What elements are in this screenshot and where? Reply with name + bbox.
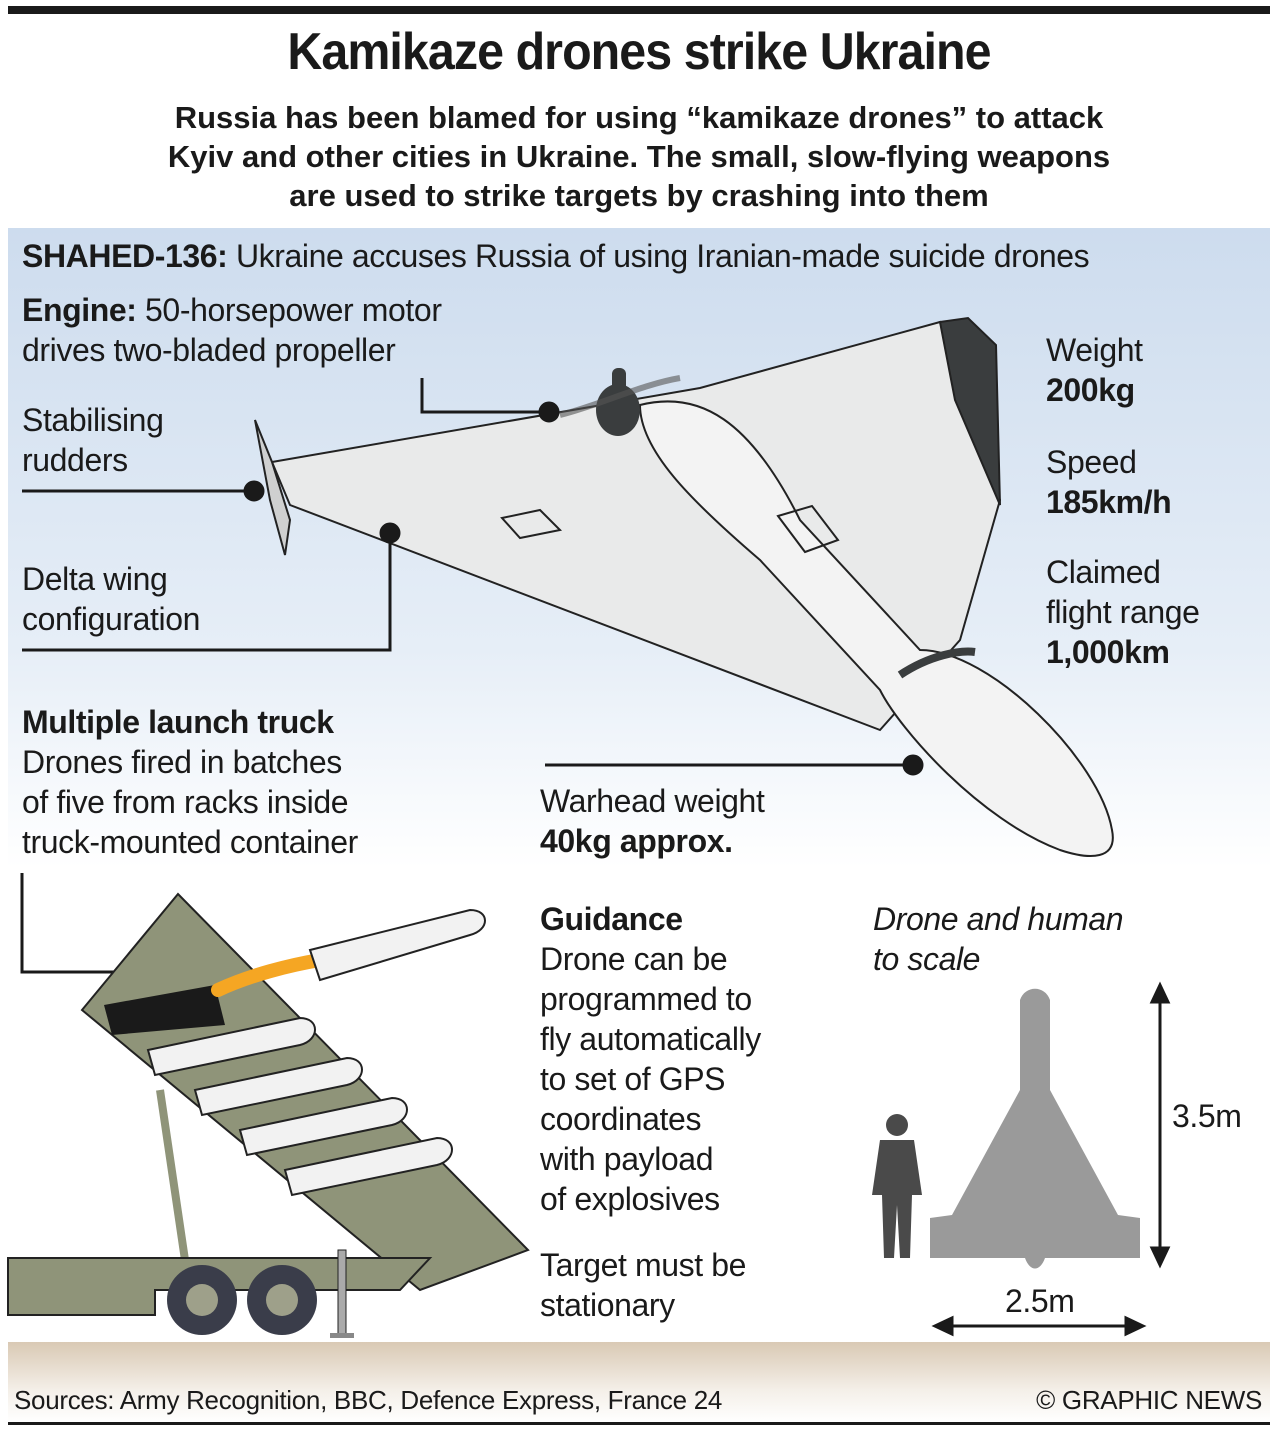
page-title: Kamikaze drones strike Ukraine bbox=[287, 23, 991, 81]
scale-title: Drone and human to scale bbox=[873, 899, 1124, 979]
speed-label: Speed bbox=[1046, 444, 1137, 480]
human-silhouette-icon bbox=[872, 1114, 922, 1258]
engine-callout: Engine: 50-horsepower motor drives two-b… bbox=[22, 290, 442, 370]
engine-text: 50-horsepower motor bbox=[145, 292, 442, 328]
ground-band bbox=[8, 1342, 1270, 1422]
sources: Sources: Army Recognition, BBC, Defence … bbox=[14, 1385, 723, 1415]
guidance-text: to set of GPS bbox=[540, 1061, 726, 1097]
warhead-label: Warhead weight bbox=[540, 783, 765, 819]
guidance-text: with payload bbox=[540, 1141, 714, 1177]
subtitle-line: Russia has been blamed for using “kamika… bbox=[174, 100, 1104, 135]
weight-value: 200kg bbox=[1046, 372, 1135, 408]
height-label: 3.5m bbox=[1172, 1098, 1242, 1134]
launch-truck-illustration bbox=[7, 892, 530, 1338]
guidance-text: fly automatically bbox=[540, 1021, 761, 1057]
wing-text: configuration bbox=[22, 601, 201, 637]
range-value: 1,000km bbox=[1046, 634, 1170, 670]
wing-callout: Delta wing configuration bbox=[22, 559, 200, 639]
speed-value: 185km/h bbox=[1046, 484, 1172, 520]
rudders-callout: Stabilising rudders bbox=[22, 400, 164, 480]
rudders-text: Stabilising bbox=[22, 402, 164, 438]
guidance-text: programmed to bbox=[540, 981, 752, 1017]
guidance-note: Target must be bbox=[540, 1247, 747, 1283]
leader-lines bbox=[20, 378, 924, 983]
wing-text: Delta wing bbox=[22, 561, 168, 597]
specs: Weight 200kg Speed 185km/h Claimed fligh… bbox=[1046, 330, 1200, 672]
engine-text: drives two-bladed propeller bbox=[22, 332, 396, 368]
subtitle: Russia has been blamed for using “kamika… bbox=[0, 98, 1278, 215]
subtitle-line: Kyiv and other cities in Ukraine. The sm… bbox=[167, 139, 1111, 174]
width-label: 2.5m bbox=[1005, 1283, 1075, 1319]
guidance-text: Drone can be bbox=[540, 941, 728, 977]
truck-callout: Multiple launch truck Drones fired in ba… bbox=[22, 702, 358, 862]
scale-comparison bbox=[872, 981, 1171, 1337]
weight-label: Weight bbox=[1046, 332, 1143, 368]
warhead-value: 40kg approx. bbox=[540, 823, 733, 859]
shahed-text: Ukraine accuses Russia of using Iranian-… bbox=[235, 238, 1090, 274]
drone-illustration bbox=[254, 316, 1114, 857]
shahed-caption: SHAHED-136: Ukraine accuses Russia of us… bbox=[22, 236, 1090, 276]
range-label: flight range bbox=[1046, 594, 1200, 630]
guidance-text: coordinates bbox=[540, 1101, 702, 1137]
scale-title-line: Drone and human bbox=[873, 901, 1124, 937]
bottom-rule bbox=[8, 1422, 1270, 1425]
truck-text: Drones fired in batches bbox=[22, 744, 342, 780]
range-label: Claimed bbox=[1046, 554, 1161, 590]
rudders-text: rudders bbox=[22, 442, 128, 478]
guidance-title: Guidance bbox=[540, 901, 683, 937]
subtitle-line: are used to strike targets by crashing i… bbox=[289, 178, 989, 213]
top-rule bbox=[8, 6, 1270, 14]
guidance-note: stationary bbox=[540, 1287, 675, 1323]
guidance-callout: Guidance Drone can be programmed to fly … bbox=[540, 899, 761, 1325]
guidance-text: of explosives bbox=[540, 1181, 720, 1217]
truck-title: Multiple launch truck bbox=[22, 704, 334, 740]
truck-text: of five from racks inside bbox=[22, 784, 349, 820]
scale-title-line: to scale bbox=[873, 941, 981, 977]
shahed-label: SHAHED-136: bbox=[22, 238, 228, 274]
warhead-callout: Warhead weight 40kg approx. bbox=[540, 781, 765, 861]
truck-text: truck-mounted container bbox=[22, 824, 358, 860]
credit: © GRAPHIC NEWS bbox=[1036, 1385, 1262, 1415]
drone-silhouette-icon bbox=[930, 988, 1140, 1269]
engine-label: Engine: bbox=[22, 292, 137, 328]
